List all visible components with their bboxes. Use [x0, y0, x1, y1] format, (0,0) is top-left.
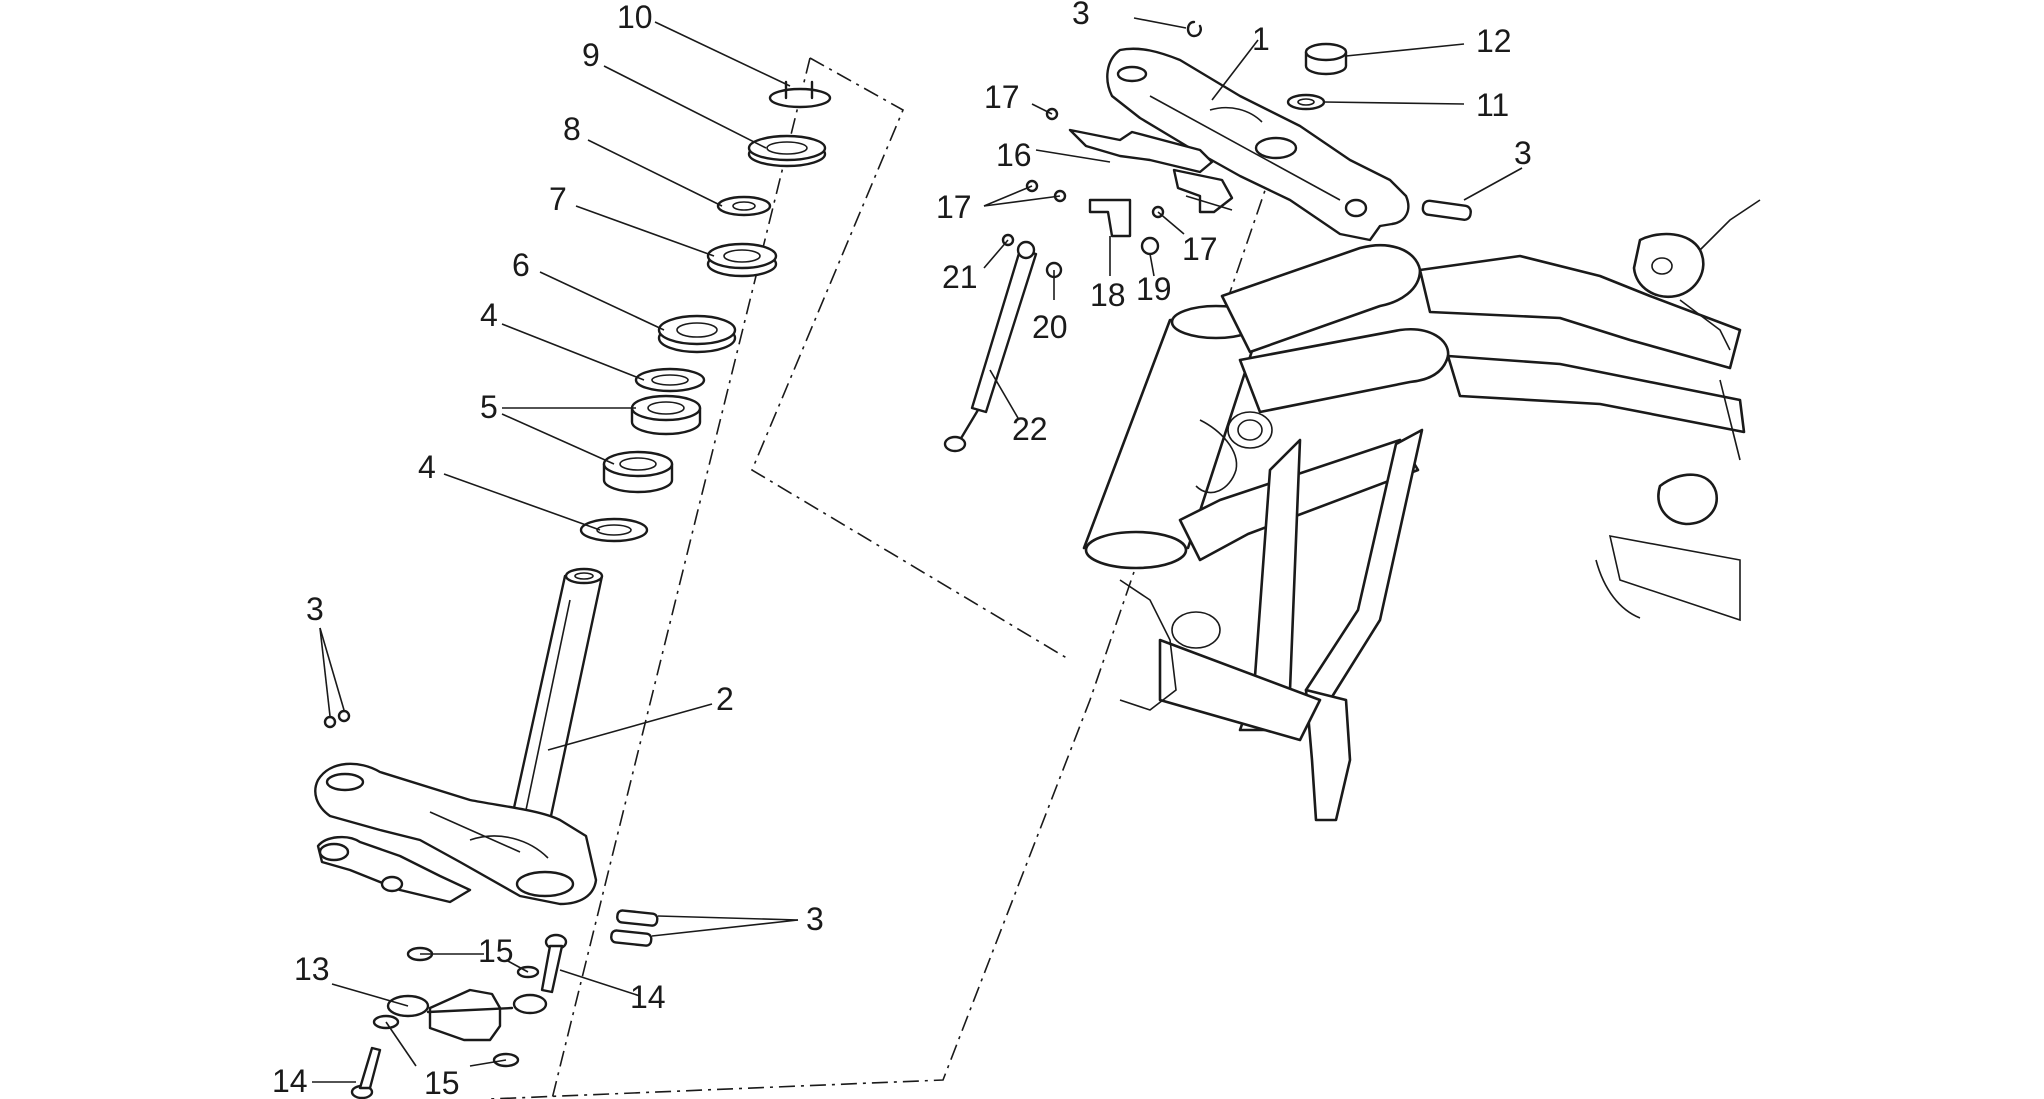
label-part-7: 7 — [549, 181, 567, 217]
part-3-clips-left — [323, 709, 351, 729]
label-part-3-clips: 3 — [306, 591, 324, 627]
part-14-bolt-lower — [350, 1046, 382, 1099]
label-part-15-upper: 15 — [478, 933, 514, 969]
part-9-lock-ring — [747, 134, 827, 168]
label-part-1: 1 — [1252, 21, 1270, 57]
part-2-steering-stem-lower-yoke — [314, 567, 604, 906]
part-12-bush — [1304, 42, 1348, 76]
label-part-8: 8 — [563, 111, 581, 147]
label-part-13: 13 — [294, 951, 330, 987]
part-3-pins-lower — [610, 909, 659, 947]
part-22-gas-strut — [943, 240, 1038, 453]
part-5-lower-bearing — [602, 450, 674, 494]
part-13-steering-damper — [428, 988, 502, 1042]
label-part-3-top-clip: 3 — [1072, 0, 1090, 31]
part-number-labels: 10 9 8 7 6 4 5 4 3 2 13 15 14 14 15 3 3 … — [272, 0, 1532, 1099]
label-part-10: 10 — [617, 0, 653, 35]
part-4-lower-seal — [579, 517, 649, 543]
label-part-21: 21 — [942, 259, 978, 295]
label-part-4-upper: 4 — [480, 297, 498, 333]
leader-lines — [312, 17, 1523, 1083]
label-part-17-left: 17 — [936, 189, 972, 225]
part-6-dust-seal — [657, 314, 737, 354]
part-10-ring-nut — [768, 80, 832, 109]
label-part-6: 6 — [512, 247, 530, 283]
part-14-bolt-upper — [540, 933, 568, 994]
label-part-11: 11 — [1476, 87, 1509, 123]
label-part-16: 16 — [996, 137, 1032, 173]
frame-lower-axis-line — [489, 169, 1273, 1099]
part-7-ring-nut — [706, 242, 778, 278]
label-part-22: 22 — [1012, 411, 1048, 447]
label-part-18: 18 — [1090, 277, 1126, 313]
part-3-pin-upper-right — [1421, 199, 1472, 221]
part-16-bracket — [1068, 128, 1234, 214]
label-part-20: 20 — [1032, 309, 1068, 345]
label-part-15-lower: 15 — [424, 1065, 460, 1099]
label-part-9: 9 — [582, 37, 600, 73]
label-part-17-top: 17 — [984, 79, 1020, 115]
label-part-14-upper: 14 — [630, 979, 666, 1015]
label-part-17-right: 17 — [1182, 231, 1218, 267]
label-part-12: 12 — [1476, 23, 1512, 59]
label-part-19: 19 — [1136, 271, 1172, 307]
steering-axis-line — [551, 57, 811, 1099]
part-8-washer — [716, 195, 772, 217]
part-19-nut — [1140, 236, 1160, 256]
label-part-5: 5 — [480, 389, 498, 425]
steering-stack — [579, 80, 832, 543]
part-4-upper-seal — [634, 367, 706, 393]
part-18-bracket — [1088, 198, 1132, 238]
label-part-4-lower: 4 — [418, 449, 436, 485]
part-1-upper-yoke — [1106, 47, 1410, 242]
label-part-2: 2 — [716, 681, 734, 717]
part-5-upper-bearing — [630, 394, 702, 436]
axis-to-frame-outline — [750, 57, 1071, 661]
main-frame — [1082, 199, 1761, 822]
label-part-3-pin: 3 — [1514, 135, 1532, 171]
label-part-3-pins: 3 — [806, 901, 824, 937]
part-3-clip-top — [1186, 20, 1202, 38]
label-part-14-lower: 14 — [272, 1063, 308, 1099]
part-11-washer — [1286, 93, 1326, 111]
